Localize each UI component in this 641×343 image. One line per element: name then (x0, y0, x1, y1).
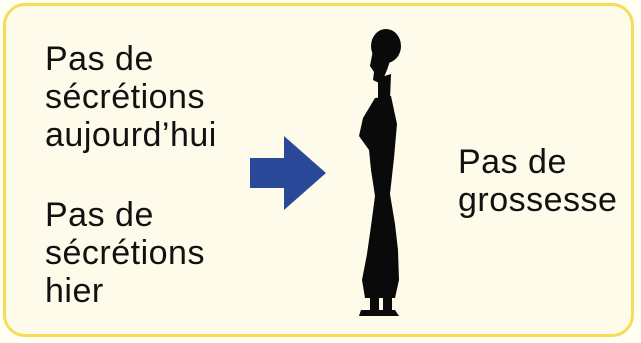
condition-no-secretions-today: Pas de sécrétions aujourd’hui (45, 40, 217, 154)
woman-silhouette-icon (359, 29, 401, 316)
right-arrow-icon (250, 136, 326, 210)
condition-no-secretions-yesterday: Pas de sécrétions hier (45, 196, 205, 310)
result-no-pregnancy: Pas de grossesse (458, 143, 618, 219)
